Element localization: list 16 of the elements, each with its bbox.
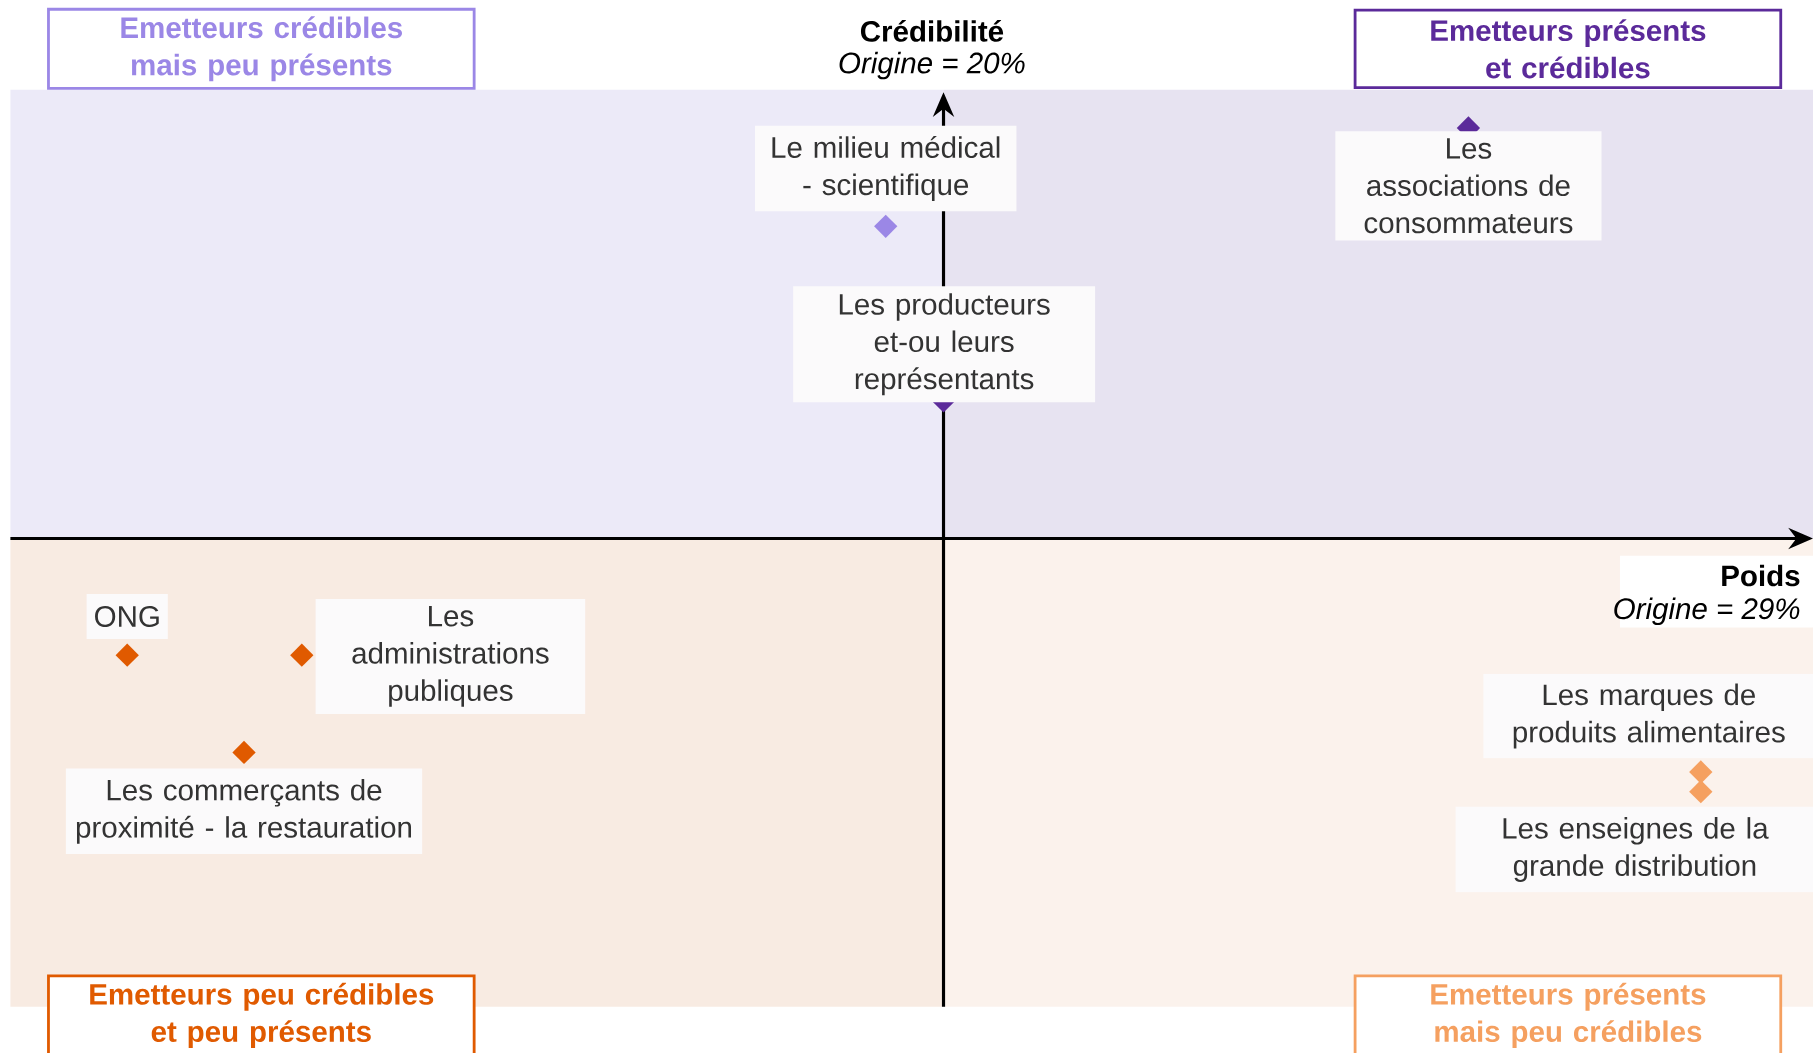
quadrant-title-box: Emetteurs peu crédibles et peu présents (47, 974, 476, 1053)
axis-note: Origine = 20% (839, 51, 1025, 80)
quadrant-title-box: Emetteurs présents et crédibles (1353, 8, 1783, 89)
axis-note: Origine = 29% (1614, 597, 1800, 626)
axis-title: Poids (1722, 564, 1800, 587)
point-label: ONG (86, 593, 168, 640)
point-label: Le milieu médical - scientifique (755, 125, 1017, 212)
point-label: Les associations de consommateurs (1335, 131, 1602, 241)
point-label: Les commerçants de proximité - la restauration (65, 768, 423, 855)
point-label: Les producteurs et-ou leurs représentants (793, 286, 1096, 403)
quadrant-title-box: Emetteurs crédibles mais peu présents (47, 7, 476, 90)
point-label: Les marques de produits alimentaires (1483, 673, 1813, 759)
quadrant-title-box: Emetteurs présents mais peu crédibles (1353, 974, 1783, 1053)
point-label: Les administrations publiques (315, 598, 586, 714)
axis-title: Crédibilité (860, 19, 1004, 42)
point-label: Les enseignes de la grande distribution (1455, 806, 1813, 893)
